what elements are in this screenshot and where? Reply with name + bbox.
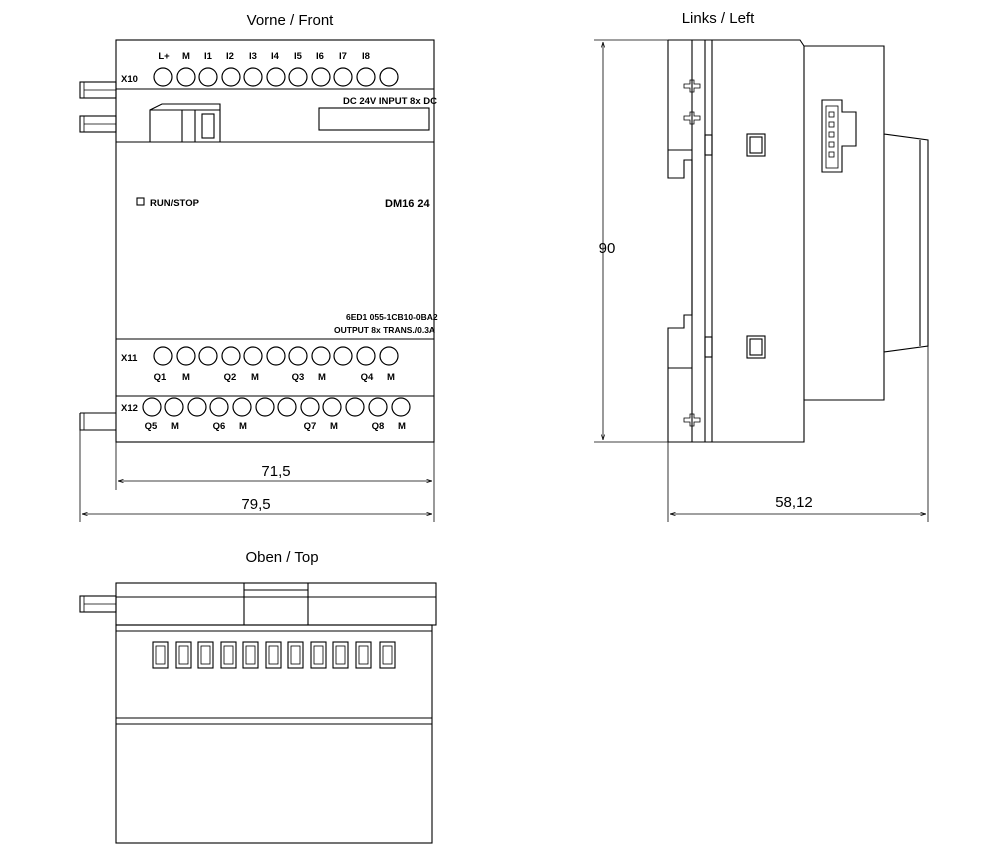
front-connector-pins <box>79 81 117 431</box>
terminal-screw <box>368 397 388 417</box>
x11-terminal-label: Q4 <box>361 372 374 383</box>
terminal-screw <box>311 346 331 366</box>
terminal-screw <box>391 397 411 417</box>
terminal-screw <box>164 397 184 417</box>
terminal-screw <box>356 346 376 366</box>
x11-terminal-label: M <box>251 372 259 383</box>
front-view-title: Vorne / Front <box>247 12 335 29</box>
x11-terminal-label: M <box>387 372 395 383</box>
terminal-screw <box>243 67 263 87</box>
label-window <box>318 107 430 131</box>
x10-terminal-row <box>153 67 399 87</box>
left-view-title: Links / Left <box>682 10 755 27</box>
x10-terminal-label: I4 <box>271 51 280 62</box>
x12-terminal-label: M <box>171 421 179 432</box>
terminal-screw <box>153 346 173 366</box>
terminal-screw <box>255 397 275 417</box>
x12-terminal-label: M <box>398 421 406 432</box>
model-label: DM16 24 <box>385 198 431 210</box>
left-side-view: 90 <box>594 39 929 522</box>
x12-terminal-label: Q7 <box>304 421 317 432</box>
run-stop-led <box>136 197 145 206</box>
terminal-screw <box>198 346 218 366</box>
terminal-screw <box>300 397 320 417</box>
x10-terminal-label: I3 <box>249 51 257 62</box>
x11-label: X11 <box>121 353 138 364</box>
dimension-body-width: 71,5 <box>261 463 290 480</box>
x11-terminal-labels: Q1 M Q2 M Q3 M Q4 M <box>154 372 395 383</box>
terminal-screw <box>288 67 308 87</box>
terminal-screw <box>221 346 241 366</box>
top-view-title: Oben / Top <box>245 549 318 566</box>
x10-label: X10 <box>121 74 138 85</box>
terminal-screw <box>277 397 297 417</box>
x11-terminal-label: M <box>318 372 326 383</box>
x12-terminal-label: M <box>239 421 247 432</box>
terminal-screw <box>142 397 162 417</box>
x10-terminal-label: I2 <box>226 51 234 62</box>
dimension-depth: 58,12 <box>775 494 813 511</box>
x10-terminal-label: I8 <box>362 51 370 62</box>
x12-label: X12 <box>121 403 138 414</box>
x11-terminal-row <box>153 346 399 366</box>
terminal-screw <box>333 346 353 366</box>
run-stop-label: RUN/STOP <box>150 198 200 209</box>
terminal-screw <box>232 397 252 417</box>
terminal-screw <box>311 67 331 87</box>
top-lower-housing <box>115 624 433 844</box>
terminal-screw <box>198 67 218 87</box>
dimension-height: 90 <box>599 240 616 257</box>
x11-terminal-label: Q3 <box>292 372 305 383</box>
input-spec-label: DC 24V INPUT 8x DC <box>343 96 437 107</box>
x12-terminal-labels: Q5 M Q6 M Q7 M Q8 M <box>145 421 406 432</box>
front-view: X10 L+ M I1 I2 I3 I4 I5 I6 I7 I8 <box>79 39 438 522</box>
output-spec-label: OUTPUT 8x TRANS./0.3A <box>334 325 435 335</box>
top-terminal-slots <box>152 641 396 669</box>
terminal-screw <box>243 346 263 366</box>
front-latch <box>149 103 221 142</box>
order-number: 6ED1 055-1CB10-0BA2 <box>346 312 438 322</box>
mounting-crosshair-icon <box>683 79 701 427</box>
terminal-screw <box>153 67 173 87</box>
terminal-screw <box>379 346 399 366</box>
top-upper-housing <box>115 582 437 626</box>
terminal-screw <box>266 346 286 366</box>
front-width-dimensions: 71,5 79,5 <box>79 430 435 522</box>
x12-terminal-label: M <box>330 421 338 432</box>
x10-terminal-label: L+ <box>158 51 170 62</box>
x10-terminal-label: I6 <box>316 51 324 62</box>
x12-terminal-row <box>142 397 411 417</box>
terminal-screw <box>221 67 241 87</box>
terminal-screw <box>266 67 286 87</box>
terminal-screw <box>209 397 229 417</box>
top-view <box>79 582 437 844</box>
terminal-screw <box>176 346 196 366</box>
terminal-screw <box>345 397 365 417</box>
front-housing <box>115 39 435 443</box>
terminal-screw <box>333 67 353 87</box>
terminal-screw <box>379 67 399 87</box>
terminal-screw <box>176 67 196 87</box>
x11-terminal-label: Q2 <box>224 372 237 383</box>
x11-terminal-label: M <box>182 372 190 383</box>
x12-terminal-label: Q6 <box>213 421 226 432</box>
x10-terminal-label: M <box>182 51 190 62</box>
x10-terminal-label: I7 <box>339 51 347 62</box>
terminal-screw <box>187 397 207 417</box>
x10-terminal-labels: L+ M I1 I2 I3 I4 I5 I6 I7 I8 <box>158 51 370 62</box>
x10-terminal-label: I1 <box>204 51 213 62</box>
x11-terminal-label: Q1 <box>154 372 167 383</box>
terminal-screw <box>322 397 342 417</box>
dimension-total-width: 79,5 <box>241 496 270 513</box>
x12-terminal-label: Q5 <box>145 421 158 432</box>
side-connector <box>821 99 857 173</box>
x10-terminal-label: I5 <box>294 51 303 62</box>
terminal-screw <box>356 67 376 87</box>
x12-terminal-label: Q8 <box>372 421 385 432</box>
terminal-screw <box>288 346 308 366</box>
